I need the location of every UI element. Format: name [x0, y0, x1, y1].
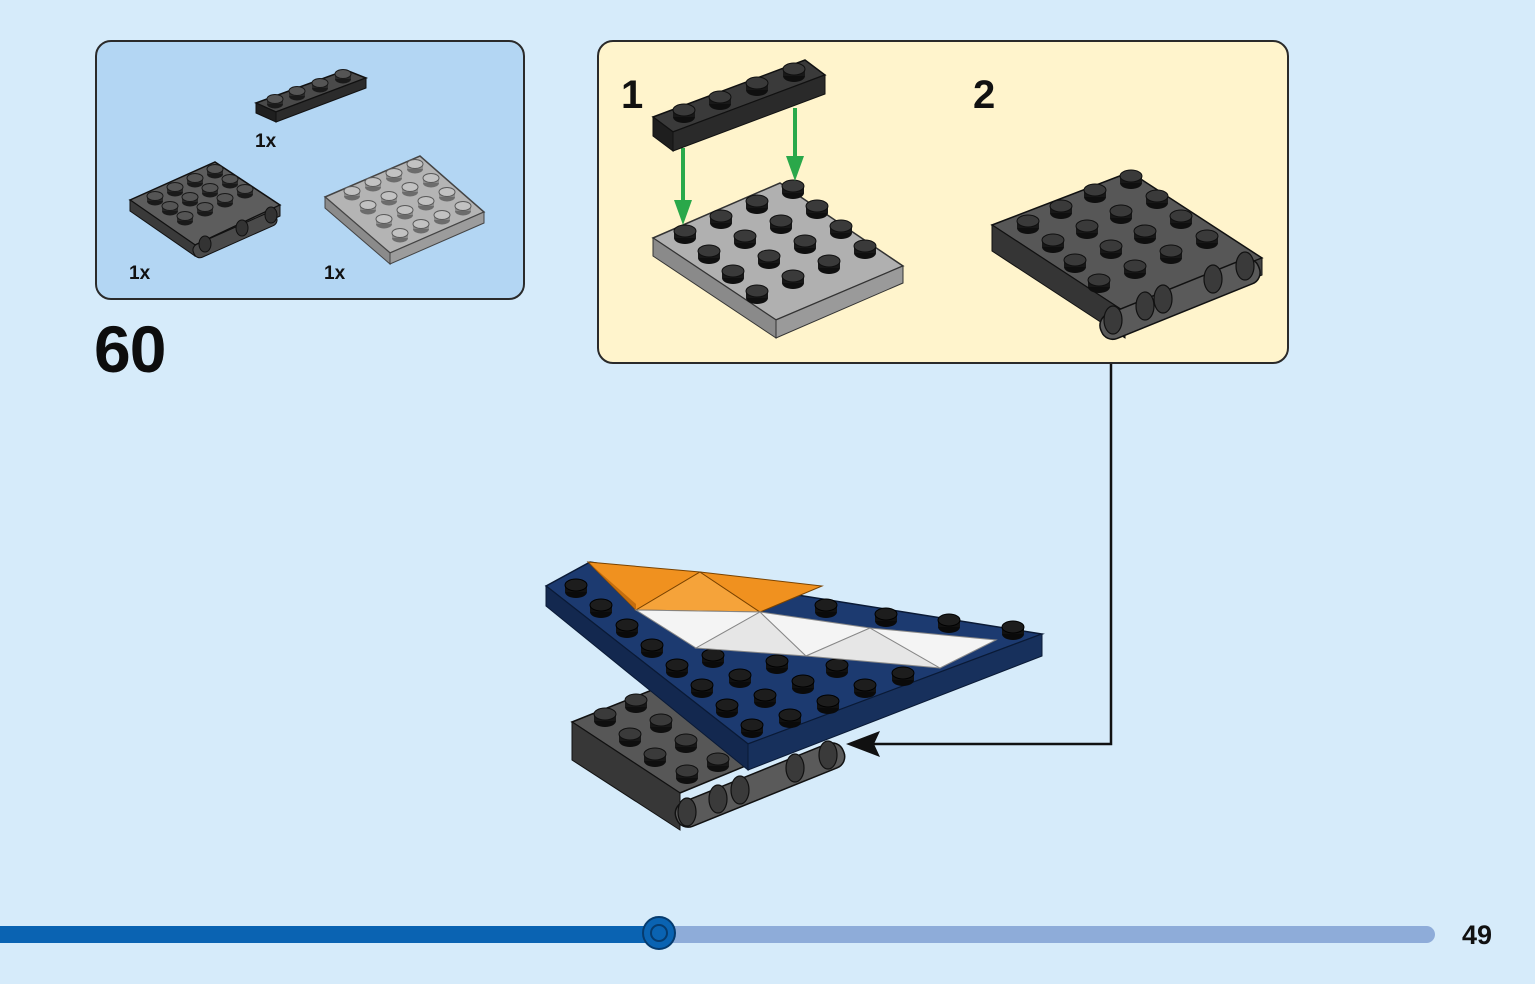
page-number: 49	[1462, 920, 1493, 950]
sub-step-2-illustration	[990, 169, 1264, 341]
part-quantity: 1x	[129, 263, 151, 284]
progress-track	[0, 916, 1435, 950]
sub-step-label: 1	[621, 73, 644, 117]
part-plate-4x4-light-icon	[323, 155, 486, 266]
part-quantity: 1x	[255, 131, 277, 152]
sub-step-1-illustration	[651, 59, 905, 339]
progress-fill	[0, 926, 659, 943]
part-quantity: 1x	[324, 263, 346, 284]
sub-step-label: 2	[973, 73, 996, 117]
main-model-illustration	[544, 561, 1045, 831]
part-hinge-plate-icon	[128, 161, 282, 259]
progress-knob	[642, 916, 676, 950]
step-number: 60	[94, 312, 166, 386]
sub-assembly-connector-arrow	[846, 364, 1113, 757]
part-plate-1x4-icon	[254, 69, 369, 123]
